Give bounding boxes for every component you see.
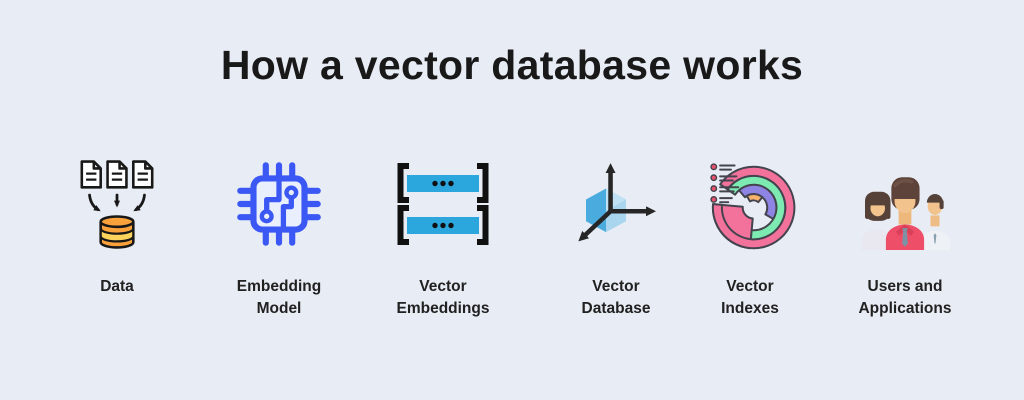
cube-axes-icon [566,152,666,256]
vector-embeddings-icon-svg [397,163,489,245]
step-embedding-model: Embedding Model [204,152,354,321]
documents-to-database-icon [80,152,154,256]
step-label-embedding-model: Embedding Model [236,278,322,318]
user-woman [861,191,895,250]
step-users-applications: Users and Applications [830,152,980,321]
chip-icon [235,152,323,256]
vector-indexes-icon-svg [710,163,796,250]
step-vector-database: Vector Database [541,152,691,321]
step-label-data: Data [100,278,134,295]
step-vector-indexes: Vector Indexes [675,152,825,321]
step-data: Data [42,152,192,298]
page-title: How a vector database works [220,42,804,88]
vector-database-icon-svg [578,163,656,242]
user-man-center [885,176,925,250]
user-man-right [919,193,951,250]
step-label-users-applications: Users and Applications [858,278,952,318]
step-label-vector-embeddings: Vector Embeddings [396,278,490,318]
users-group-icon [855,152,955,256]
step-label-vector-database: Vector Database [581,278,651,318]
users-icon-svg [861,176,951,250]
data-icon-svg [80,159,154,249]
chip-icon-svg [237,162,321,246]
step-vector-embeddings: Vector Embeddings [368,152,518,321]
bracket-vectors-icon [397,152,489,256]
step-label-vector-indexes: Vector Indexes [721,278,779,318]
radial-index-chart-icon [702,152,798,256]
